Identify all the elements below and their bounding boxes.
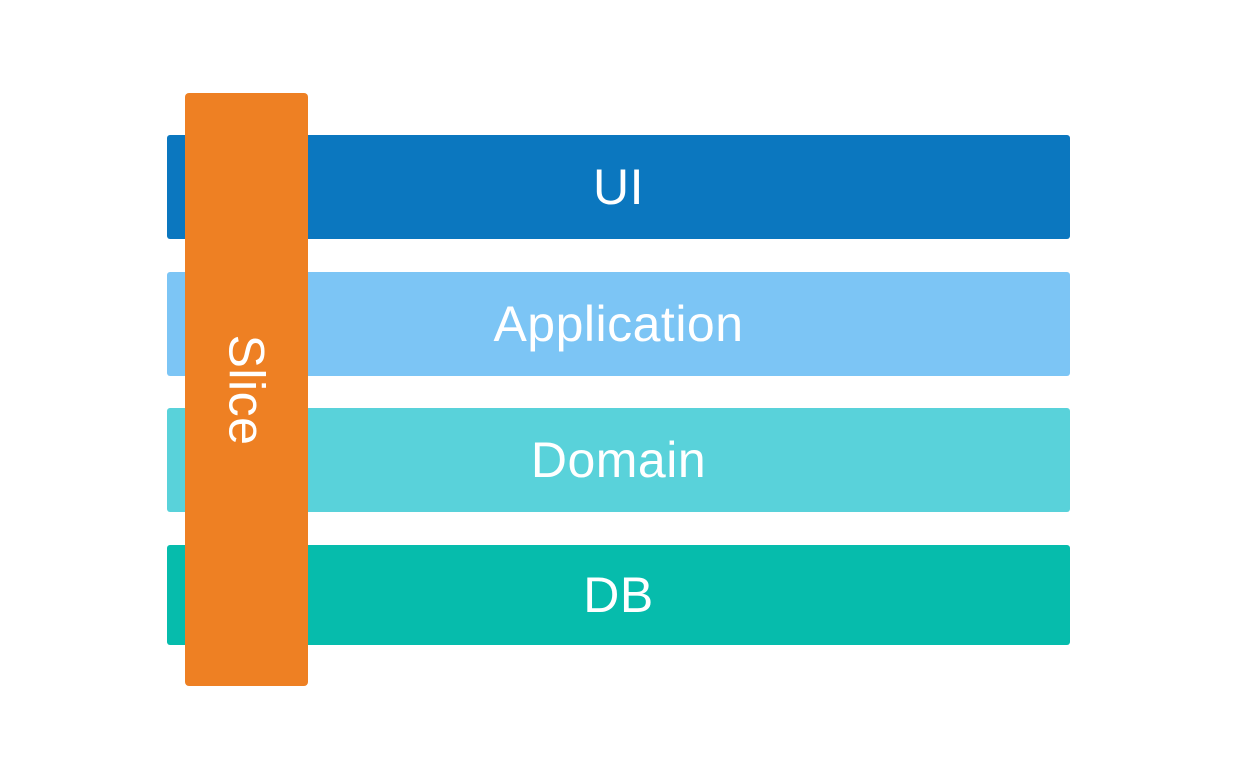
vertical-slice-label: Slice: [218, 334, 275, 445]
layer-label-ui: UI: [593, 159, 644, 215]
layer-bar-ui[interactable]: UI: [167, 135, 1070, 239]
vertical-slice-band[interactable]: Slice: [185, 93, 308, 686]
layer-bar-domain[interactable]: Domain: [167, 408, 1070, 512]
layer-label-db: DB: [583, 567, 654, 623]
layer-bar-application[interactable]: Application: [167, 272, 1070, 376]
layer-label-domain: Domain: [530, 432, 707, 488]
layer-label-application: Application: [493, 296, 744, 352]
layer-bar-db[interactable]: DB: [167, 545, 1070, 645]
